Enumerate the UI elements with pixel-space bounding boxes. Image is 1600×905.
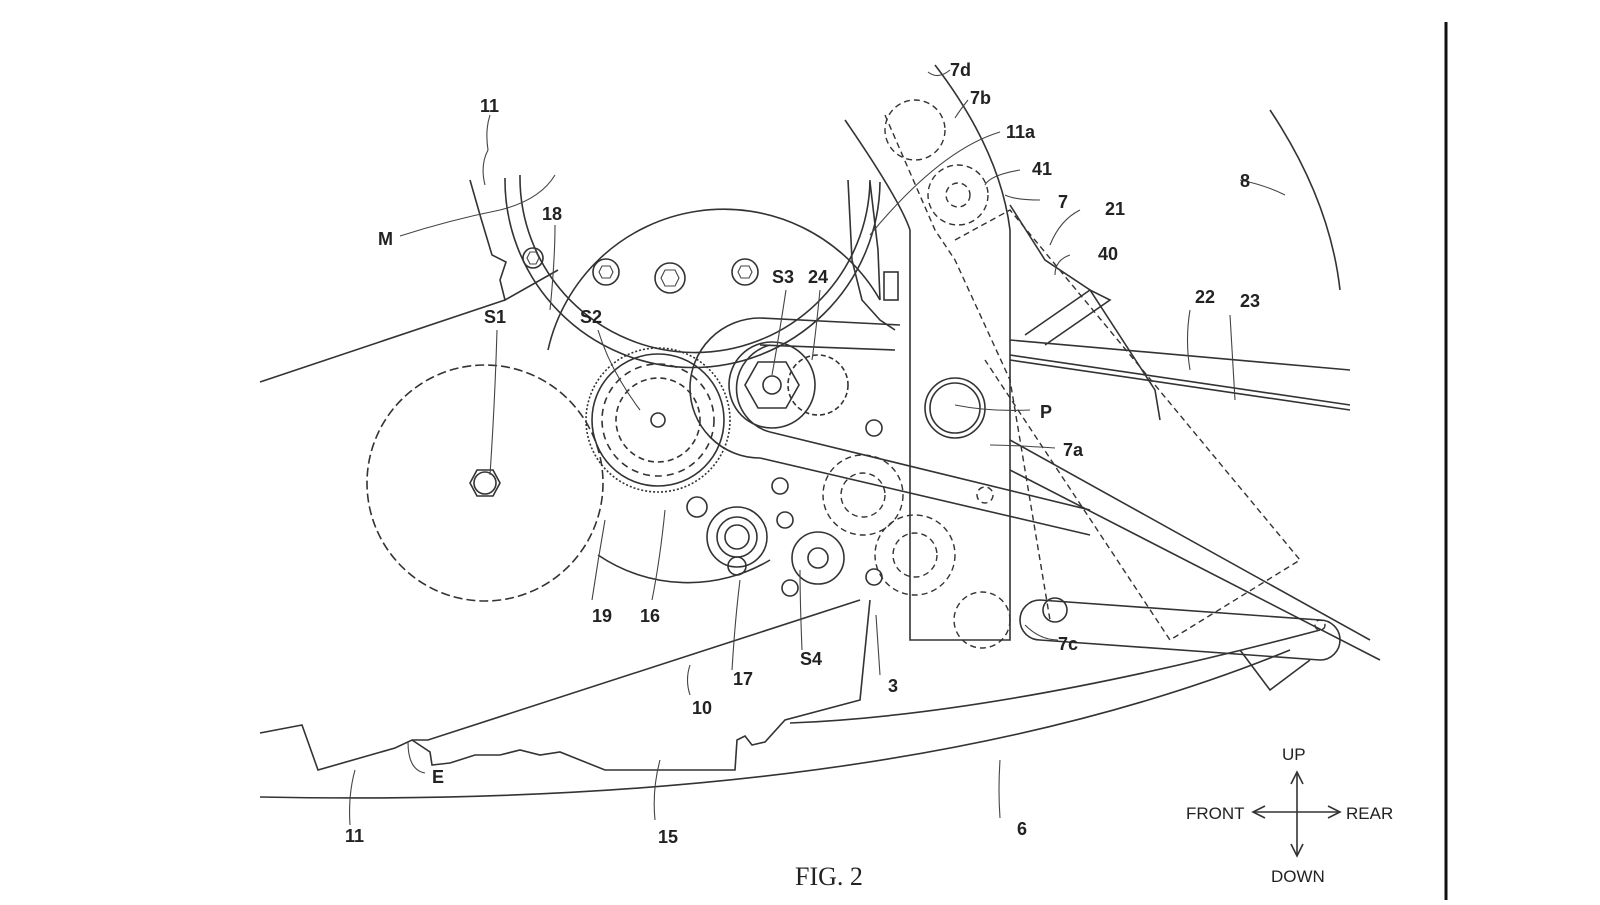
pivot-p: [924, 377, 986, 439]
motor-housing: [259, 174, 899, 383]
label-40: 40: [1098, 244, 1118, 264]
housing-bolt: [654, 262, 686, 294]
housing-bolt: [731, 258, 759, 286]
sprocket-s1: [366, 364, 604, 602]
direction-rear-label: REAR: [1346, 804, 1393, 823]
arrow-right-icon: [1327, 805, 1342, 819]
label-e: E: [432, 767, 444, 787]
label-7a: 7a: [1063, 440, 1084, 460]
label-21: 21: [1105, 199, 1125, 219]
label-41: 41: [1032, 159, 1052, 179]
lower-frame: [259, 599, 1321, 799]
label-16: 16: [640, 606, 660, 626]
idler-components: [686, 419, 956, 597]
label-11-bottom: 11: [345, 826, 364, 846]
reference-labels: 11 M 18 S1 S2 S3 24 7d 7b 11a 41 7 21 40…: [345, 60, 1260, 847]
label-7: 7: [1058, 192, 1068, 212]
housing-arc: [547, 208, 881, 351]
figure-caption: FIG. 2: [795, 862, 863, 891]
label-s2: S2: [580, 307, 602, 327]
label-24: 24: [808, 267, 828, 287]
label-6: 6: [1017, 819, 1027, 839]
label-11-top: 11: [480, 96, 499, 116]
label-11a: 11a: [1006, 122, 1036, 142]
label-7b: 7b: [970, 88, 991, 108]
label-3: 3: [888, 676, 898, 696]
housing-arc-lower: [597, 554, 771, 584]
label-s3: S3: [772, 267, 794, 287]
label-19: 19: [592, 606, 612, 626]
link-7c: [1019, 597, 1341, 692]
arrow-up-icon: [1290, 770, 1304, 785]
label-s1: S1: [484, 307, 506, 327]
gear-s2: [585, 347, 731, 493]
label-8: 8: [1240, 171, 1250, 191]
bracket-7: [844, 64, 1051, 649]
sprocket-s3: [728, 341, 849, 429]
component-21: [954, 204, 1381, 661]
label-s4: S4: [800, 649, 822, 669]
label-7c: 7c: [1058, 634, 1078, 654]
label-10: 10: [692, 698, 712, 718]
label-7d: 7d: [950, 60, 971, 80]
label-22: 22: [1195, 287, 1215, 307]
rear-wheel-arc: [1269, 109, 1341, 291]
leader-lines: [349, 69, 1286, 826]
housing-bolt: [592, 258, 620, 286]
housing-bolt: [522, 247, 544, 269]
direction-indicator: UP DOWN FRONT REAR: [1186, 745, 1393, 886]
label-m: M: [378, 229, 393, 249]
direction-down-label: DOWN: [1271, 867, 1325, 886]
label-p: P: [1040, 402, 1052, 422]
drive-chain: [689, 317, 1091, 536]
direction-up-label: UP: [1282, 745, 1306, 764]
arrow-left-icon: [1251, 805, 1266, 819]
direction-front-label: FRONT: [1186, 804, 1245, 823]
arrow-down-icon: [1290, 843, 1304, 858]
label-18: 18: [542, 204, 562, 224]
label-23: 23: [1240, 291, 1260, 311]
label-17: 17: [733, 669, 753, 689]
label-15: 15: [658, 827, 678, 847]
